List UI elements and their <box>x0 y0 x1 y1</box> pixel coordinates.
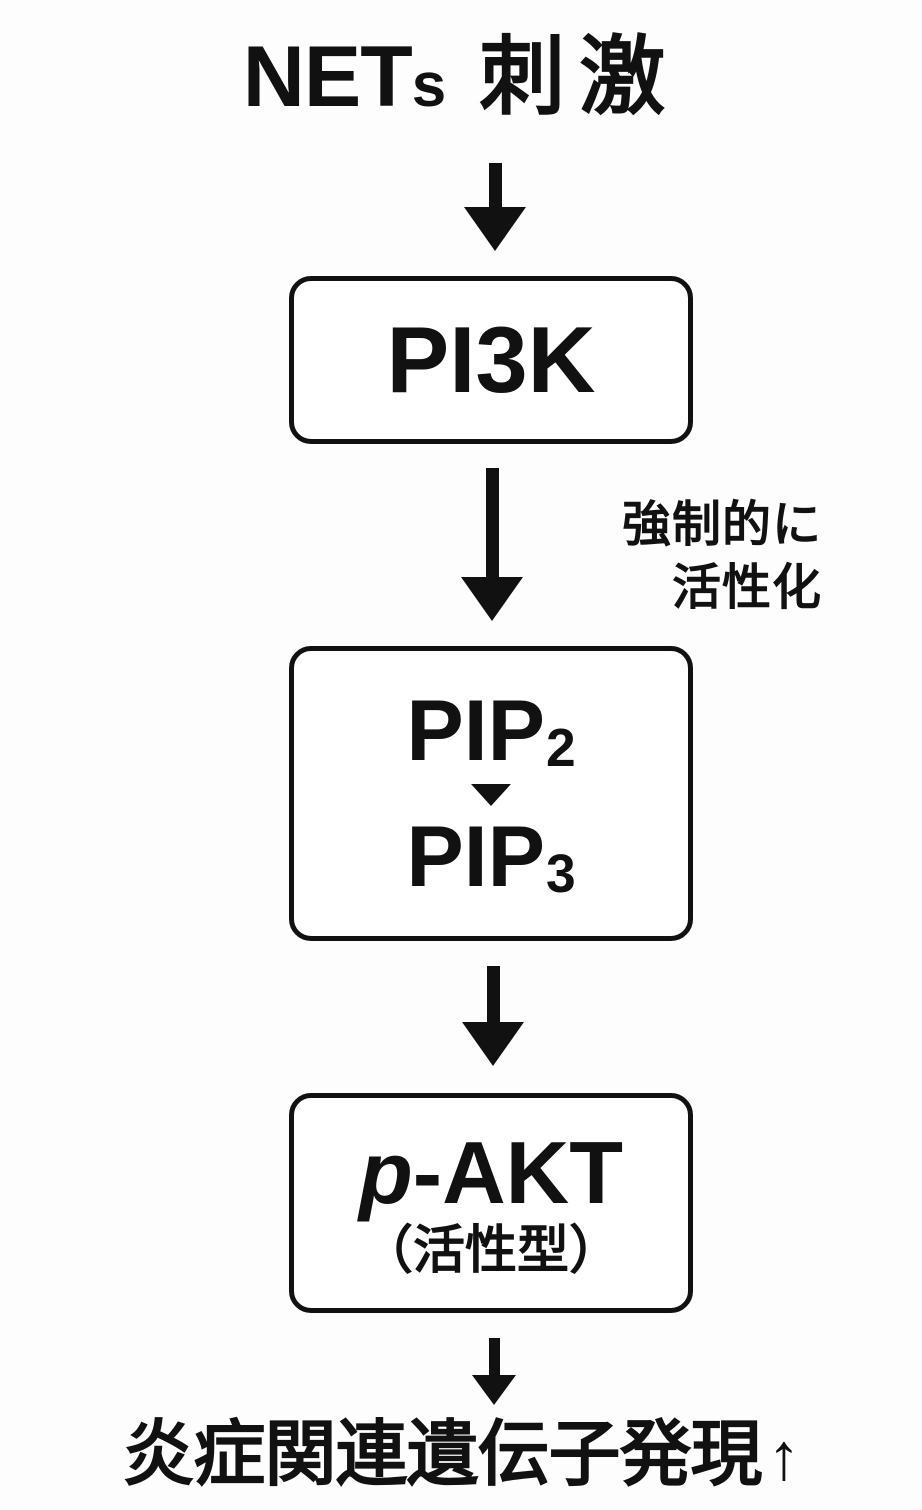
outcome-text: 炎症関連遺伝子発現↑ <box>0 1419 922 1491</box>
outcome-label: 炎症関連遺伝子発現 <box>122 1415 762 1495</box>
node-label-pip3: PIP3 <box>406 814 575 902</box>
arrow-down-icon-pip-to-pakt <box>462 966 524 1066</box>
down-triangle-icon <box>471 783 511 806</box>
arrow-down-icon-pakt-to-outcome <box>472 1338 516 1405</box>
arrow-head <box>462 1022 524 1066</box>
node-box-pi3k: PI3K <box>289 276 693 444</box>
node-sublabel-pakt-active-form: （活性型） <box>360 1222 621 1280</box>
pip3-base: PIP <box>406 808 545 905</box>
title-latin-caps: NET <box>242 29 413 125</box>
node-label-pip2: PIP2 <box>406 688 575 776</box>
arrow-shaft <box>486 966 500 1023</box>
node-label-pi3k: PI3K <box>386 307 596 412</box>
arrow-shaft <box>488 1338 500 1376</box>
title-japanese-text: 刺激 <box>479 29 680 125</box>
node-label-pakt: p-AKT <box>359 1129 623 1217</box>
title-latin-small-s: s <box>411 51 446 120</box>
arrow-head <box>464 207 526 251</box>
arrow-shaft <box>485 468 499 578</box>
arrow-down-icon-title-to-pi3k <box>464 163 526 251</box>
annotation-line-1: 強制的に <box>621 498 822 552</box>
pip2-base: PIP <box>406 682 545 779</box>
annotation-forced-activation: 強制的に 活性化 <box>522 494 822 619</box>
up-arrow-icon: ↑ <box>767 1419 801 1493</box>
pakt-italic-p: p <box>359 1123 413 1222</box>
arrow-head <box>472 1375 516 1405</box>
arrow-shaft <box>488 163 502 208</box>
pip3-subscript: 3 <box>545 844 576 904</box>
pip2-subscript: 2 <box>545 718 576 778</box>
node-box-pip: PIP2 PIP3 <box>289 646 693 941</box>
pakt-rest: -AKT <box>412 1123 623 1222</box>
node-box-pakt: p-AKT （活性型） <box>289 1093 693 1313</box>
arrow-down-icon-pi3k-to-pip <box>461 468 523 621</box>
arrow-head <box>461 577 523 621</box>
annotation-line-2: 活性化 <box>671 560 822 615</box>
title-latin-text: NETs <box>242 29 446 125</box>
